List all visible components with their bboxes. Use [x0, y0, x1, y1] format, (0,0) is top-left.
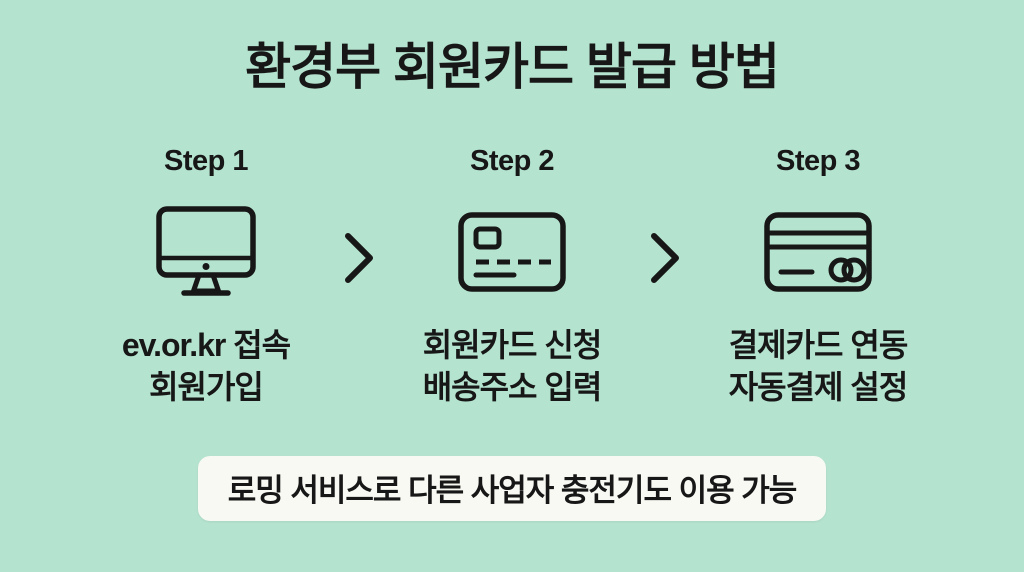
step-3: Step 3 결제카드 연동 자동결제 설정	[693, 145, 943, 408]
member-card-icon	[456, 202, 568, 302]
step-1-label: Step 1	[163, 145, 249, 177]
separator-1	[331, 145, 387, 285]
step-2: Step 2 회원카드 신청 배송주소 입력	[387, 145, 637, 408]
step-1-line2: 회원가입	[149, 369, 264, 406]
chevron-right-icon	[649, 231, 681, 285]
step-2-line2: 배송주소 입력	[422, 369, 603, 406]
separator-2	[637, 145, 693, 285]
step-1-line1: ev.or.kr 접속	[121, 327, 291, 363]
step-3-description: 결제카드 연동 자동결제 설정	[728, 324, 909, 408]
step-2-line1: 회원카드 신청	[422, 327, 603, 363]
step-3-line2: 자동결제 설정	[728, 369, 909, 406]
step-2-description: 회원카드 신청 배송주소 입력	[422, 324, 603, 408]
step-3-line1: 결제카드 연동	[728, 327, 909, 363]
step-1-description: ev.or.kr 접속 회원가입	[121, 324, 291, 408]
step-3-label: Step 3	[775, 145, 861, 177]
credit-card-icon	[762, 202, 874, 302]
chevron-right-icon	[343, 231, 375, 285]
steps-row: Step 1 ev.or.kr 접속 회원가입	[0, 145, 1024, 408]
desktop-monitor-icon	[154, 202, 258, 302]
step-1: Step 1 ev.or.kr 접속 회원가입	[81, 145, 331, 408]
step-2-label: Step 2	[469, 145, 555, 177]
roaming-notice-banner: 로밍 서비스로 다른 사업자 충전기도 이용 가능	[197, 456, 827, 522]
page-title: 환경부 회원카드 발급 방법	[245, 39, 780, 95]
